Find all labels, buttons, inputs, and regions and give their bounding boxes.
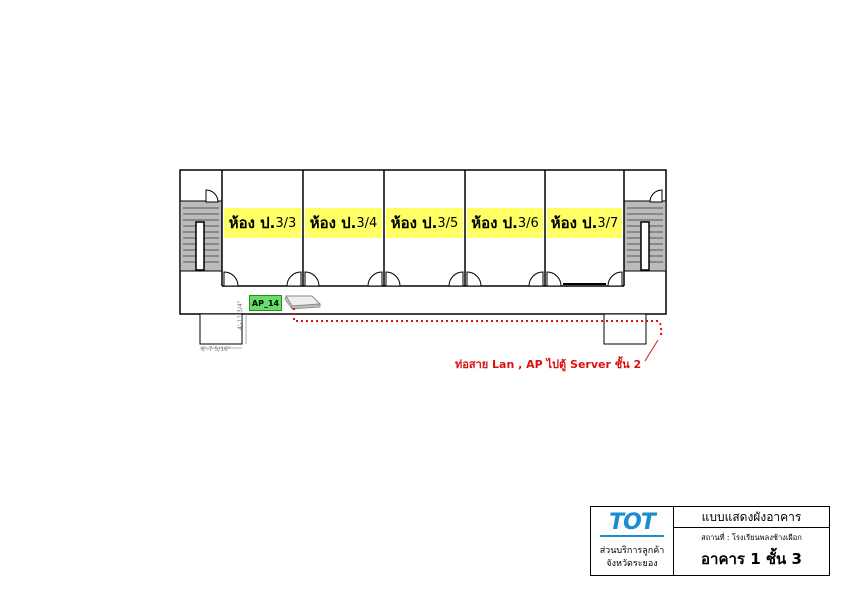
access-point-icon[interactable] <box>284 295 322 311</box>
tot-logo: TOT <box>609 510 656 535</box>
dimension-depth: 4'-11 3/4" <box>237 300 244 330</box>
room-doors <box>223 271 623 287</box>
ap-label[interactable]: AP_14 <box>249 295 282 311</box>
building-outline <box>179 169 667 315</box>
annex-left <box>199 313 243 345</box>
station-name: สถานที่ : โรงเรียนพลงช้างเผือก <box>701 533 802 542</box>
room-label-3-3: ห้อง ป.3/3 <box>224 208 301 238</box>
room-label-3-7: ห้อง ป.3/7 <box>547 208 622 238</box>
title-block-org: TOT ส่วนบริการลูกค้า จังหวัดระยอง <box>591 507 674 575</box>
lan-cable-route <box>293 308 663 337</box>
cable-note: ท่อสาย Lan , AP ไปตู้ Server ชั้น 2 <box>455 358 642 371</box>
department-line-1: ส่วนบริการลูกค้า <box>599 546 665 556</box>
room-label-3-6: ห้อง ป.3/6 <box>467 208 543 238</box>
logo-underline <box>600 535 664 537</box>
annex-right <box>603 313 647 345</box>
building-floor: อาคาร 1 ชั้น 3 <box>701 550 802 568</box>
dimension-width: 6'-7 5/16" <box>201 346 231 353</box>
title-block-info: แบบแสดงผังอาคาร สถานที่ : โรงเรียนพลงช้า… <box>674 507 829 575</box>
right-stairwell <box>623 170 667 286</box>
department-line-2: จังหวัดระยอง <box>606 559 658 569</box>
left-stairwell <box>179 170 223 286</box>
room-label-3-4: ห้อง ป.3/4 <box>305 208 382 238</box>
room-label-3-5: ห้อง ป.3/5 <box>386 208 463 238</box>
cable-note-arrow <box>644 339 659 362</box>
drawing-title: แบบแสดงผังอาคาร <box>674 507 829 528</box>
title-block: TOT ส่วนบริการลูกค้า จังหวัดระยอง แบบแสด… <box>590 506 830 576</box>
